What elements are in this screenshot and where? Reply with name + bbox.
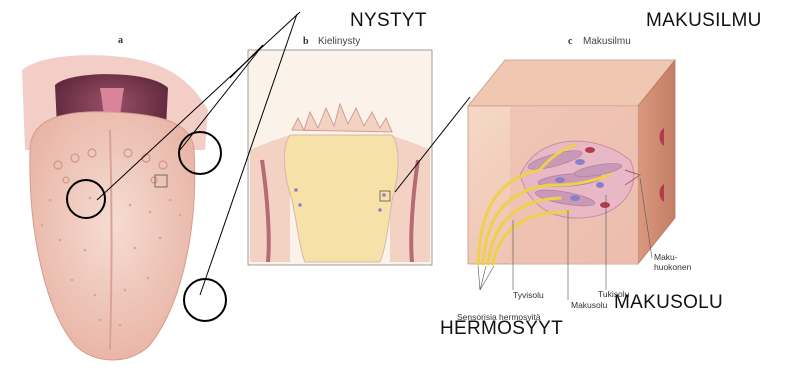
label-makusolu-small: Makusolu [571,300,607,310]
papilla-section-illustration [248,50,432,265]
label-maku-line2: huokonen [654,262,691,272]
label-maku-line1: Maku- [654,252,678,262]
panel-title-c: Makusilmu [583,36,631,47]
taste-bud-cube-illustration [468,60,675,300]
panel-letter-c: c [568,36,572,47]
heading-hermosyyt: HERMOSYYT [440,318,563,340]
heading-makusolu: MAKUSOLU [614,292,723,314]
heading-nystyt: NYSTYT [350,10,427,32]
panel-letter-a: a [118,35,123,46]
label-tyvisolu: Tyvisolu [513,290,544,300]
tongue-illustration [22,55,208,360]
panel-letter-b: b [303,36,309,47]
panel-title-b: Kielinysty [318,36,360,47]
heading-makusilmu: MAKUSILMU [646,10,762,32]
